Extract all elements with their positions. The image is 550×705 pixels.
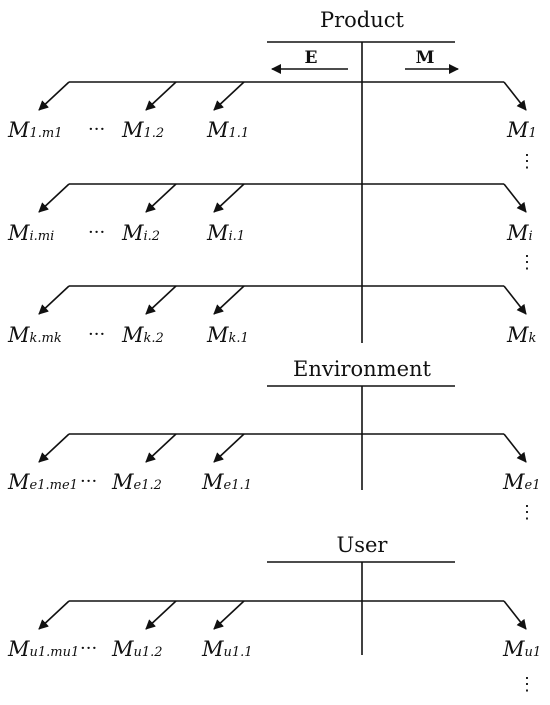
v-ellipsis-1: ⋮ (518, 151, 536, 172)
row-e-labels: Me1.me1 ··· Me1.2 Me1.1 Me1 ⋮ (7, 470, 540, 523)
node-mk-1: Mk.1 (206, 323, 249, 347)
node-mk: Mk (506, 323, 537, 347)
node-mk-2: Mk.2 (121, 323, 164, 347)
node-mu1-mu1: Mu1.mu1 (7, 637, 79, 661)
node-m1: M1 (506, 118, 537, 142)
row-1-branches (38, 81, 527, 111)
node-mu1-1: Mu1.1 (201, 637, 253, 661)
arrow-e-label: E (305, 48, 318, 68)
arrow-m-label: M (416, 48, 435, 68)
node-mi-1: Mi.1 (206, 221, 245, 245)
node-mi: Mi (506, 221, 533, 245)
node-mi-mi: Mi.mi (7, 221, 54, 245)
node-m1-m1: M1.m1 (7, 118, 63, 142)
node-mu1: Mu1 (502, 637, 541, 661)
node-me1-me1: Me1.me1 (7, 470, 78, 494)
v-ellipsis-e: ⋮ (518, 502, 536, 523)
user-title: User (337, 533, 389, 557)
h-ellipsis-u: ··· (80, 638, 97, 659)
node-mi-2: Mi.2 (121, 221, 160, 245)
h-ellipsis-1: ··· (88, 119, 105, 140)
row-e-branches (38, 433, 527, 463)
product-title: Product (320, 8, 405, 32)
row-i-branches (38, 183, 527, 213)
node-me1-2: Me1.2 (111, 470, 162, 494)
node-m1-1: M1.1 (206, 118, 249, 142)
row-u-branches (38, 600, 527, 630)
row-1-labels: M1.m1 ··· M1.2 M1.1 M1 ⋮ (7, 118, 537, 172)
node-mu1-2: Mu1.2 (111, 637, 163, 661)
row-k-labels: Mk.mk ··· Mk.2 Mk.1 Mk (7, 323, 537, 347)
h-ellipsis-e: ··· (80, 471, 97, 492)
node-me1: Me1 (502, 470, 540, 494)
v-ellipsis-i: ⋮ (518, 252, 536, 273)
node-mk-mk: Mk.mk (7, 323, 62, 347)
row-k-branches (38, 285, 527, 315)
row-i-labels: Mi.mi ··· Mi.2 Mi.1 Mi ⋮ (7, 221, 536, 273)
row-u-labels: Mu1.mu1 ··· Mu1.2 Mu1.1 Mu1 ⋮ (7, 637, 541, 695)
h-ellipsis-k: ··· (88, 324, 105, 345)
node-me1-1: Me1.1 (201, 470, 252, 494)
environment-title: Environment (293, 357, 432, 381)
node-m1-2: M1.2 (121, 118, 164, 142)
h-ellipsis-i: ··· (88, 222, 105, 243)
v-ellipsis-u: ⋮ (518, 674, 536, 695)
